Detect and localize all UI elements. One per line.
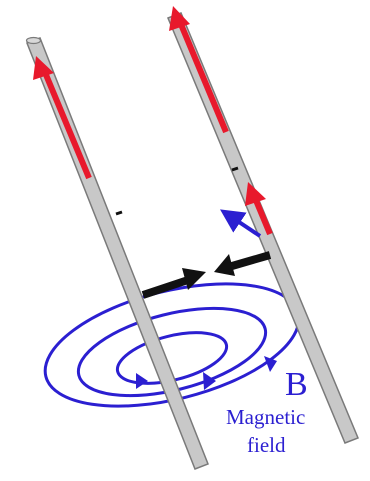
- field-arrow-middle: [203, 372, 216, 390]
- force-arrow-on-right-wire: [214, 251, 272, 276]
- right-wire: [167, 12, 359, 444]
- force-arrows: [141, 251, 272, 299]
- field-line-middle: [76, 306, 268, 398]
- small-blue-arrow: [220, 209, 262, 238]
- current-arrow-right-wire-top: [169, 6, 229, 134]
- left-wire: [25, 36, 209, 470]
- field-direction-arrows: [136, 356, 277, 390]
- field-line-inner: [115, 331, 229, 385]
- field-caption-line2: field: [247, 433, 286, 457]
- current-arrows: [33, 6, 273, 236]
- current-arrow-left-wire: [33, 56, 92, 180]
- field-caption-line1: Magnetic: [226, 405, 305, 429]
- current-arrow-right-wire-lower: [245, 182, 273, 236]
- force-arrow-on-left-wire: [141, 268, 206, 299]
- field-arrow-inner: [136, 373, 148, 389]
- field-symbol-label: B: [285, 366, 308, 403]
- field-arrow-outer: [264, 356, 277, 372]
